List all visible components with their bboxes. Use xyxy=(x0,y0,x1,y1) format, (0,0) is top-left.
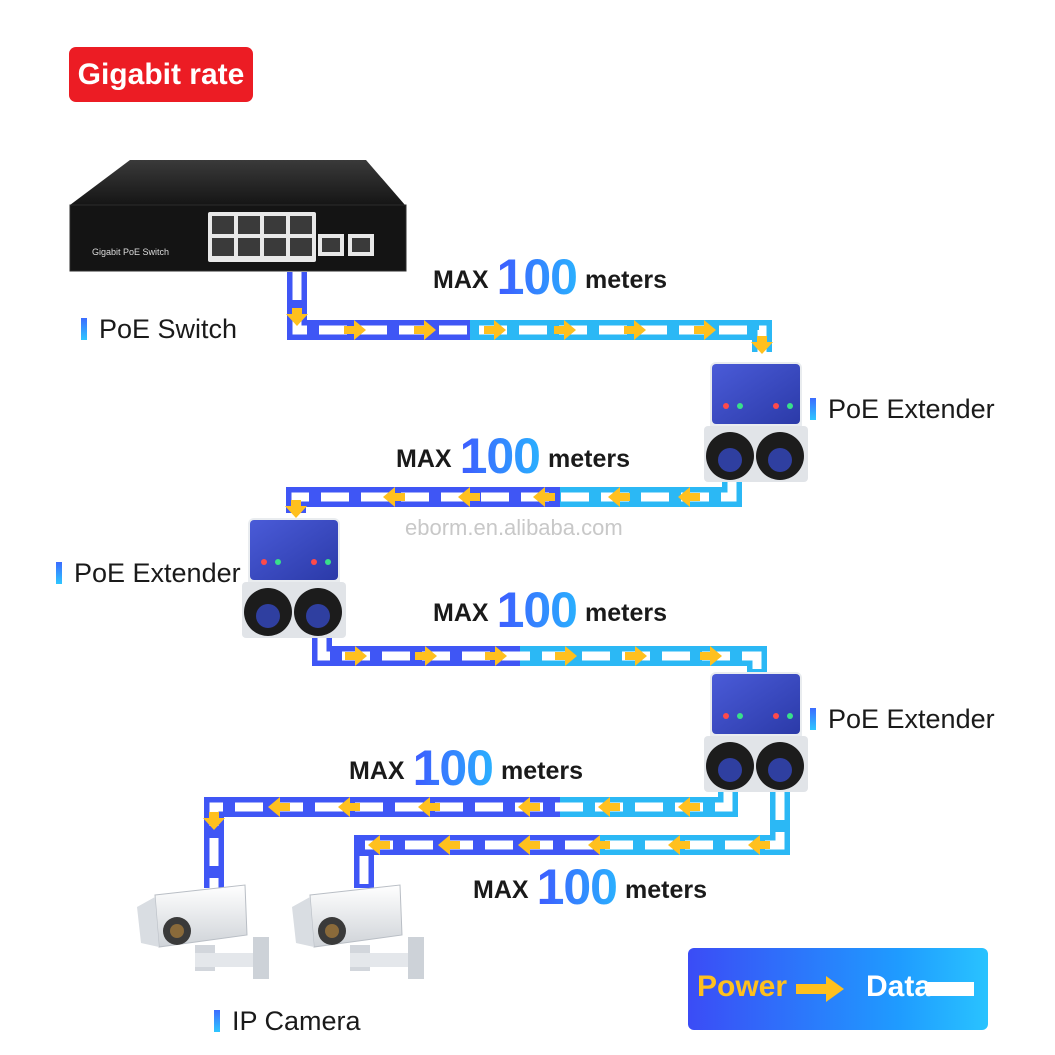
distance-unit: meters xyxy=(548,445,630,473)
label-marker xyxy=(81,318,87,340)
label-marker xyxy=(214,1010,220,1032)
distance-value: 100 xyxy=(496,249,578,305)
poe-extender-2-device xyxy=(242,518,346,638)
poe-extender-3-label: PoE Extender xyxy=(810,703,995,735)
distance-value: 100 xyxy=(496,582,578,638)
poe-switch-label: PoE Switch xyxy=(81,313,237,345)
legend: Power Data xyxy=(688,948,988,1030)
distance-value: 100 xyxy=(459,428,541,484)
distance-prefix: MAX xyxy=(473,876,529,904)
poe-switch-label-text: PoE Switch xyxy=(99,314,238,344)
distance-unit: meters xyxy=(501,757,583,785)
label-marker xyxy=(810,398,816,420)
ip-camera-label-text: IP Camera xyxy=(232,1006,361,1036)
poe-extender-2-label-text: PoE Extender xyxy=(74,558,241,588)
poe-extender-3-label-text: PoE Extender xyxy=(828,704,995,734)
poe-switch-device: Gigabit PoE Switch xyxy=(69,160,407,272)
distance-unit: meters xyxy=(625,876,707,904)
distance-value: 100 xyxy=(536,859,618,915)
power-arrows-3 xyxy=(345,646,722,666)
ip-camera-label: IP Camera xyxy=(214,1005,361,1037)
distance-unit: meters xyxy=(585,266,667,294)
distance-value: 100 xyxy=(412,740,494,796)
distance-prefix: MAX xyxy=(396,445,452,473)
legend-data-label: Data xyxy=(866,970,932,1003)
label-marker xyxy=(56,562,62,584)
ip-camera-2 xyxy=(292,884,424,979)
cable-extender-1-to-extender-2 xyxy=(286,480,742,513)
poe-extender-3-device xyxy=(704,672,808,792)
cable-extender-3-to-camera-2 xyxy=(354,792,790,888)
label-marker xyxy=(810,708,816,730)
switch-panel-label: Gigabit PoE Switch xyxy=(92,247,169,257)
poe-extender-1-device xyxy=(704,362,808,482)
power-arrow-icon xyxy=(796,976,844,1002)
power-arrows-1 xyxy=(286,308,773,354)
data-dash-icon xyxy=(928,982,974,996)
distance-prefix: MAX xyxy=(349,757,405,785)
poe-extender-2-label: PoE Extender xyxy=(56,557,241,589)
power-arrows-5 xyxy=(368,835,770,855)
distance-prefix: MAX xyxy=(433,266,489,294)
distance-unit: meters xyxy=(585,599,667,627)
cable-extender-2-to-extender-3 xyxy=(312,636,767,672)
power-arrows-2 xyxy=(285,487,700,518)
poe-extender-1-label-text: PoE Extender xyxy=(828,394,995,424)
legend-power-label: Power xyxy=(697,970,788,1003)
distance-prefix: MAX xyxy=(433,599,489,627)
power-arrows-4 xyxy=(203,797,700,830)
watermark: eborm.en.alibaba.com xyxy=(405,515,623,540)
gigabit-rate-badge: Gigabit rate xyxy=(69,47,253,102)
poe-extender-1-label: PoE Extender xyxy=(810,393,995,425)
ip-camera-1 xyxy=(137,884,269,979)
